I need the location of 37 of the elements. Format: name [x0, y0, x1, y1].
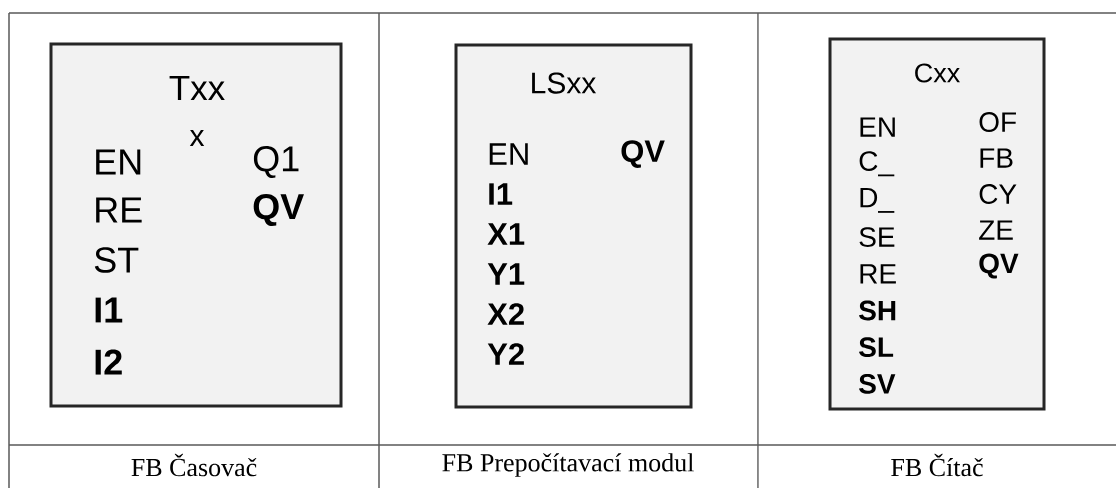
- pin-label: X2: [487, 303, 524, 325]
- table-caption: FB Čítač: [891, 453, 983, 477]
- pin-label: ST: [94, 247, 139, 273]
- pin-label: SV: [859, 374, 896, 394]
- pin-label: I2: [95, 349, 122, 375]
- pin-label: QV: [621, 140, 665, 168]
- pin-label: X1: [487, 223, 525, 245]
- pin-label: I1: [489, 183, 513, 205]
- table-caption: FB Prepočítavací modul: [442, 453, 694, 477]
- pin-label: D_: [860, 188, 895, 213]
- pin-label: ZE: [979, 220, 1013, 240]
- pin-label: Q1: [253, 146, 299, 178]
- pin-label: FB: [980, 148, 1013, 168]
- pin-label: RE: [96, 197, 142, 223]
- table-caption: FB Časovač: [131, 453, 257, 477]
- pin-label: CY: [979, 184, 1017, 204]
- function-block: [828, 37, 1046, 411]
- block-name: Txx: [169, 75, 225, 101]
- pin-label: SH: [859, 300, 896, 321]
- pin-label: QV: [979, 253, 1019, 279]
- block-name: LSxx: [532, 72, 597, 94]
- pin-label: EN: [489, 143, 528, 165]
- pin-label: SE: [859, 227, 895, 247]
- pin-label: EN: [860, 117, 895, 137]
- pin-label: Y1: [487, 263, 525, 285]
- pin-label: Y2: [487, 343, 524, 365]
- pin-label: SL: [859, 337, 894, 358]
- block-name: Cxx: [915, 63, 960, 83]
- pin-label: QV: [253, 193, 304, 227]
- pin-label: C_: [859, 151, 895, 177]
- function-block: [49, 42, 343, 408]
- function-block: [454, 43, 693, 409]
- pin-label: EN: [96, 149, 141, 175]
- block-name: x: [189, 130, 205, 146]
- pin-label: RE: [860, 264, 896, 284]
- pin-label: OF: [979, 112, 1016, 132]
- pin-label: I1: [95, 297, 123, 323]
